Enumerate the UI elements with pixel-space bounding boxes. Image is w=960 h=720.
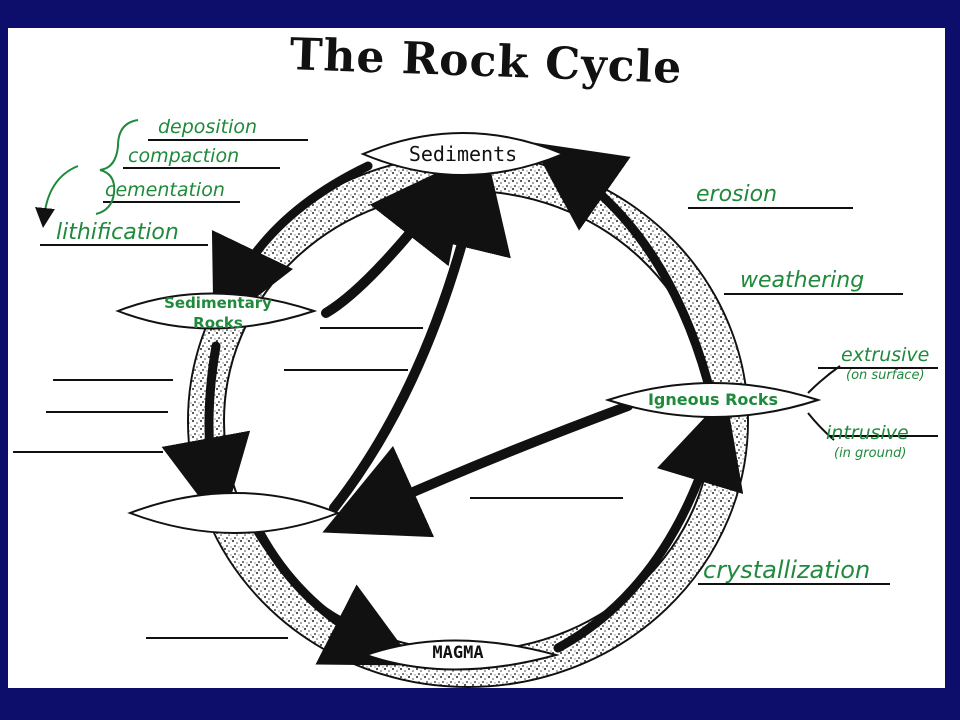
sedimentary-rocks-label-1: Sedimentary bbox=[164, 294, 272, 312]
crystallization-label: crystallization bbox=[703, 556, 871, 584]
arrow-igneous-to-sediments bbox=[531, 142, 713, 388]
worksheet-frame: The Rock Cycle Sediments Sedimentary Roc… bbox=[8, 28, 945, 688]
sediments-label: Sediments bbox=[408, 142, 518, 166]
intrusive-note: (in ground) bbox=[834, 446, 907, 461]
erosion-label: erosion bbox=[696, 182, 778, 207]
magma-label: MAGMA bbox=[432, 643, 484, 663]
answer-lines bbox=[13, 139, 938, 639]
node-shapes bbox=[115, 132, 822, 671]
arrow-blank-to-magma bbox=[255, 528, 417, 666]
compaction-label: compaction bbox=[128, 145, 240, 167]
arrow-igneous-to-blank bbox=[322, 401, 633, 538]
igneous-connectors bbox=[807, 365, 841, 441]
lithification-bracket bbox=[35, 119, 139, 228]
arrow-magma-to-igneous bbox=[553, 394, 744, 653]
sediments-node bbox=[360, 132, 566, 176]
extrusive-label: extrusive bbox=[841, 344, 930, 366]
blank-node bbox=[127, 492, 341, 534]
arrow-sediments-to-sedimentary bbox=[211, 161, 373, 331]
ring-arrows bbox=[161, 142, 744, 666]
sedimentary-rocks-label-2: Rocks bbox=[193, 314, 243, 332]
lithification-label: lithification bbox=[56, 220, 179, 245]
igneous-rocks-node bbox=[604, 382, 822, 418]
cementation-label: cementation bbox=[105, 179, 225, 201]
magma-node bbox=[362, 639, 560, 671]
extrusive-note: (on surface) bbox=[846, 368, 925, 383]
arrow-sedimentary-to-blank bbox=[161, 341, 251, 528]
igneous-rocks-label: Igneous Rocks bbox=[647, 390, 779, 409]
sedimentary-rocks-node bbox=[115, 292, 318, 330]
rock-cycle-diagram bbox=[13, 119, 938, 688]
inner-arrows bbox=[321, 149, 633, 538]
weathering-label: weathering bbox=[740, 268, 865, 293]
intrusive-label: intrusive bbox=[826, 422, 909, 444]
deposition-label: deposition bbox=[158, 116, 258, 138]
